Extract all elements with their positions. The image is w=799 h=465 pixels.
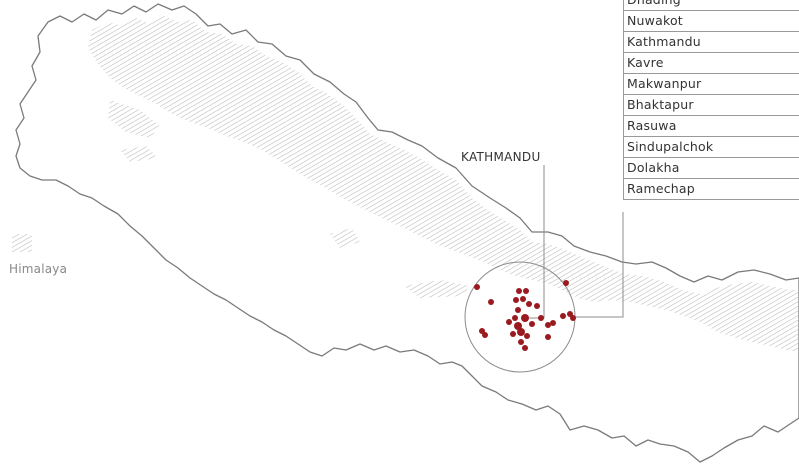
incident-marker: [529, 321, 535, 327]
incident-marker: [488, 299, 494, 305]
incident-marker: [517, 328, 525, 336]
incident-marker: [514, 322, 522, 330]
incident-marker: [512, 315, 518, 321]
incident-marker: [515, 307, 521, 313]
incident-marker: [518, 339, 524, 345]
incident-marker: [545, 322, 551, 328]
himalaya-fragment: [120, 146, 158, 162]
incident-marker: [526, 301, 532, 307]
district-item-kathmandu: Kathmandu: [624, 32, 799, 53]
himalaya-fragment: [404, 280, 470, 298]
incident-marker: [513, 297, 519, 303]
himalaya-fragment: [330, 228, 360, 248]
incident-marker: [520, 296, 526, 302]
district-item-makwanpur: Makwanpur: [624, 74, 799, 95]
district-item-ramechap: Ramechap: [624, 179, 799, 200]
incident-marker: [545, 334, 551, 340]
incident-marker: [550, 320, 556, 326]
incident-marker: [521, 314, 529, 322]
incident-marker: [523, 288, 529, 294]
district-item-sindupalchok: Sindupalchok: [624, 137, 799, 158]
district-item-dolakha: Dolakha: [624, 158, 799, 179]
incident-marker: [510, 331, 516, 337]
incident-marker: [538, 315, 544, 321]
himalaya-fragment: [108, 100, 160, 138]
himalaya-legend-swatch: [12, 234, 32, 252]
incident-marker: [522, 345, 528, 351]
incident-marker: [570, 315, 576, 321]
incident-marker: [474, 284, 480, 290]
himalaya-band: [88, 16, 799, 352]
district-item-kavre: Kavre: [624, 53, 799, 74]
incident-marker: [516, 288, 522, 294]
incident-marker: [560, 313, 566, 319]
district-list: Dhading Nuwakot Kathmandu Kavre Makwanpu…: [623, 0, 799, 200]
district-leader-line: [575, 212, 624, 318]
incident-marker: [534, 303, 540, 309]
district-item-rasuwa: Rasuwa: [624, 116, 799, 137]
incident-marker: [563, 280, 569, 286]
district-item-dhading: Dhading: [624, 0, 799, 11]
district-item-nuwakot: Nuwakot: [624, 11, 799, 32]
incident-marker: [524, 333, 530, 339]
himalaya-legend-label: Himalaya: [9, 262, 68, 276]
incident-markers: [474, 280, 576, 351]
kathmandu-label: KATHMANDU: [461, 150, 541, 164]
incident-marker: [506, 319, 512, 325]
incident-marker: [482, 332, 488, 338]
district-item-bhaktapur: Bhaktapur: [624, 95, 799, 116]
